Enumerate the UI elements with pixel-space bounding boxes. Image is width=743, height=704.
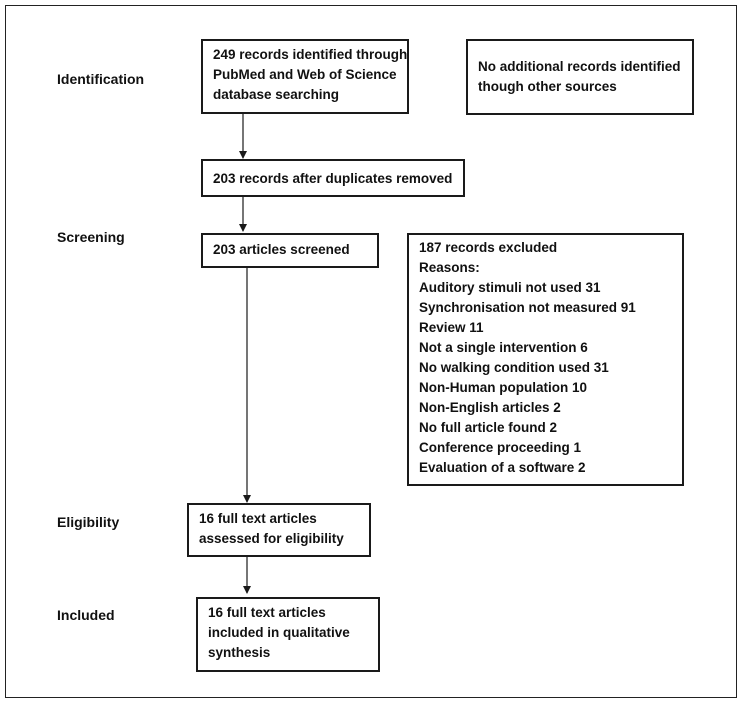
stage-label-eligibility: Eligibility xyxy=(57,514,120,530)
excluded-reason: No full article found 2 xyxy=(419,420,558,435)
excluded-reason: Non-English articles 2 xyxy=(419,400,561,415)
box-records-identified: 249 records identified through PubMed an… xyxy=(201,39,409,114)
excluded-reason: Evaluation of a software 2 xyxy=(419,460,586,475)
box-line: 203 records after duplicates removed xyxy=(213,171,453,186)
excluded-reason: Review 11 xyxy=(419,320,484,335)
box-line: 203 articles screened xyxy=(213,242,350,257)
box-duplicates-removed: 203 records after duplicates removed xyxy=(201,159,465,197)
excluded-reason: No walking condition used 31 xyxy=(419,360,609,375)
excluded-reason: Auditory stimuli not used 31 xyxy=(419,280,601,295)
box-assessed-eligibility: 16 full text articles assessed for eligi… xyxy=(187,503,371,557)
box-line: synthesis xyxy=(208,645,271,660)
box-line: No additional records identified xyxy=(478,59,681,74)
stage-label-screening: Screening xyxy=(57,229,125,245)
box-records-excluded: 187 records excluded Reasons: Auditory s… xyxy=(407,233,684,486)
diagram-frame xyxy=(5,5,737,698)
box-line: PubMed and Web of Science xyxy=(213,67,397,82)
stage-label-included: Included xyxy=(57,607,115,623)
box-line: 249 records identified through xyxy=(213,47,408,62)
excluded-line-header: 187 records excluded xyxy=(419,240,558,255)
box-line: database searching xyxy=(213,87,340,102)
excluded-reason: Not a single intervention 6 xyxy=(419,340,588,355)
box-included-synthesis: 16 full text articles included in qualit… xyxy=(196,597,380,672)
excluded-reason: Non-Human population 10 xyxy=(419,380,587,395)
excluded-line-reasons: Reasons: xyxy=(419,260,480,275)
box-line: 16 full text articles xyxy=(208,605,326,620)
excluded-reason: Conference proceeding 1 xyxy=(419,440,582,455)
box-articles-screened: 203 articles screened xyxy=(201,233,379,268)
box-line: 16 full text articles xyxy=(199,511,317,526)
stage-label-identification: Identification xyxy=(57,71,145,87)
box-line: though other sources xyxy=(478,79,617,94)
box-additional-records: No additional records identified though … xyxy=(466,39,694,115)
box-line: included in qualitative xyxy=(208,625,350,640)
box-line: assessed for eligibility xyxy=(199,531,344,546)
excluded-reason: Synchronisation not measured 91 xyxy=(419,300,636,315)
